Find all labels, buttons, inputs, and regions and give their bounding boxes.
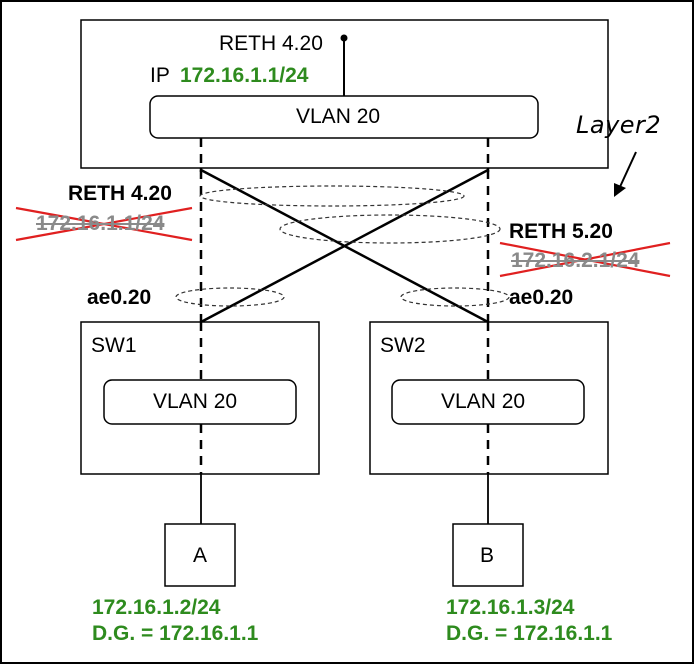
- layer2-arrowhead: [614, 183, 626, 197]
- host-b-gateway: D.G. = 172.16.1.1: [446, 622, 613, 645]
- left-reth-label: RETH 4.20: [68, 182, 172, 205]
- host-a-gateway: D.G. = 172.16.1.1: [92, 622, 259, 645]
- left-ae-ellipse: [175, 287, 285, 307]
- top-reth-label: RETH 4.20: [219, 32, 323, 55]
- cross-link-right-to-sw1: [200, 168, 489, 324]
- host-a-name: A: [193, 544, 208, 567]
- layer2-arrow-shaft: [618, 151, 637, 190]
- top-vlan-label: VLAN 20: [296, 105, 381, 128]
- sw1-name: SW1: [91, 334, 137, 357]
- host-a-box: [164, 523, 236, 587]
- left-ae-label: ae0.20: [87, 286, 152, 309]
- host-a-ip: 172.16.1.2/24: [92, 596, 221, 619]
- reth5-bundle-ellipse: [279, 214, 501, 244]
- top-ip-value: 172.16.1.1/24: [180, 64, 309, 87]
- host-b-name: B: [480, 544, 495, 567]
- top-vlan-box: [149, 95, 539, 139]
- reth4-bundle-ellipse: [199, 185, 465, 207]
- left-strike-line-2: [15, 206, 193, 242]
- sw2-name: SW2: [380, 334, 426, 357]
- right-strike-line-2: [499, 241, 671, 278]
- right-reth-ip-struck: 172.16.2.1/24: [511, 249, 640, 272]
- right-reth-label: RETH 5.20: [509, 220, 613, 243]
- layer2-annotation: Layer2: [576, 111, 662, 139]
- right-ae-ellipse: [400, 287, 510, 307]
- right-ae-label: ae0.20: [509, 286, 574, 309]
- sw1-vlan-label: VLAN 20: [153, 390, 238, 413]
- reth-pin-dot: [340, 34, 348, 42]
- host-b-box: [452, 523, 524, 587]
- top-ip-prefix: IP: [150, 64, 170, 87]
- sw2-vlan-label: VLAN 20: [441, 390, 526, 413]
- host-b-ip: 172.16.1.3/24: [446, 596, 575, 619]
- left-reth-ip-struck: 172.16.1.1/24: [36, 212, 165, 235]
